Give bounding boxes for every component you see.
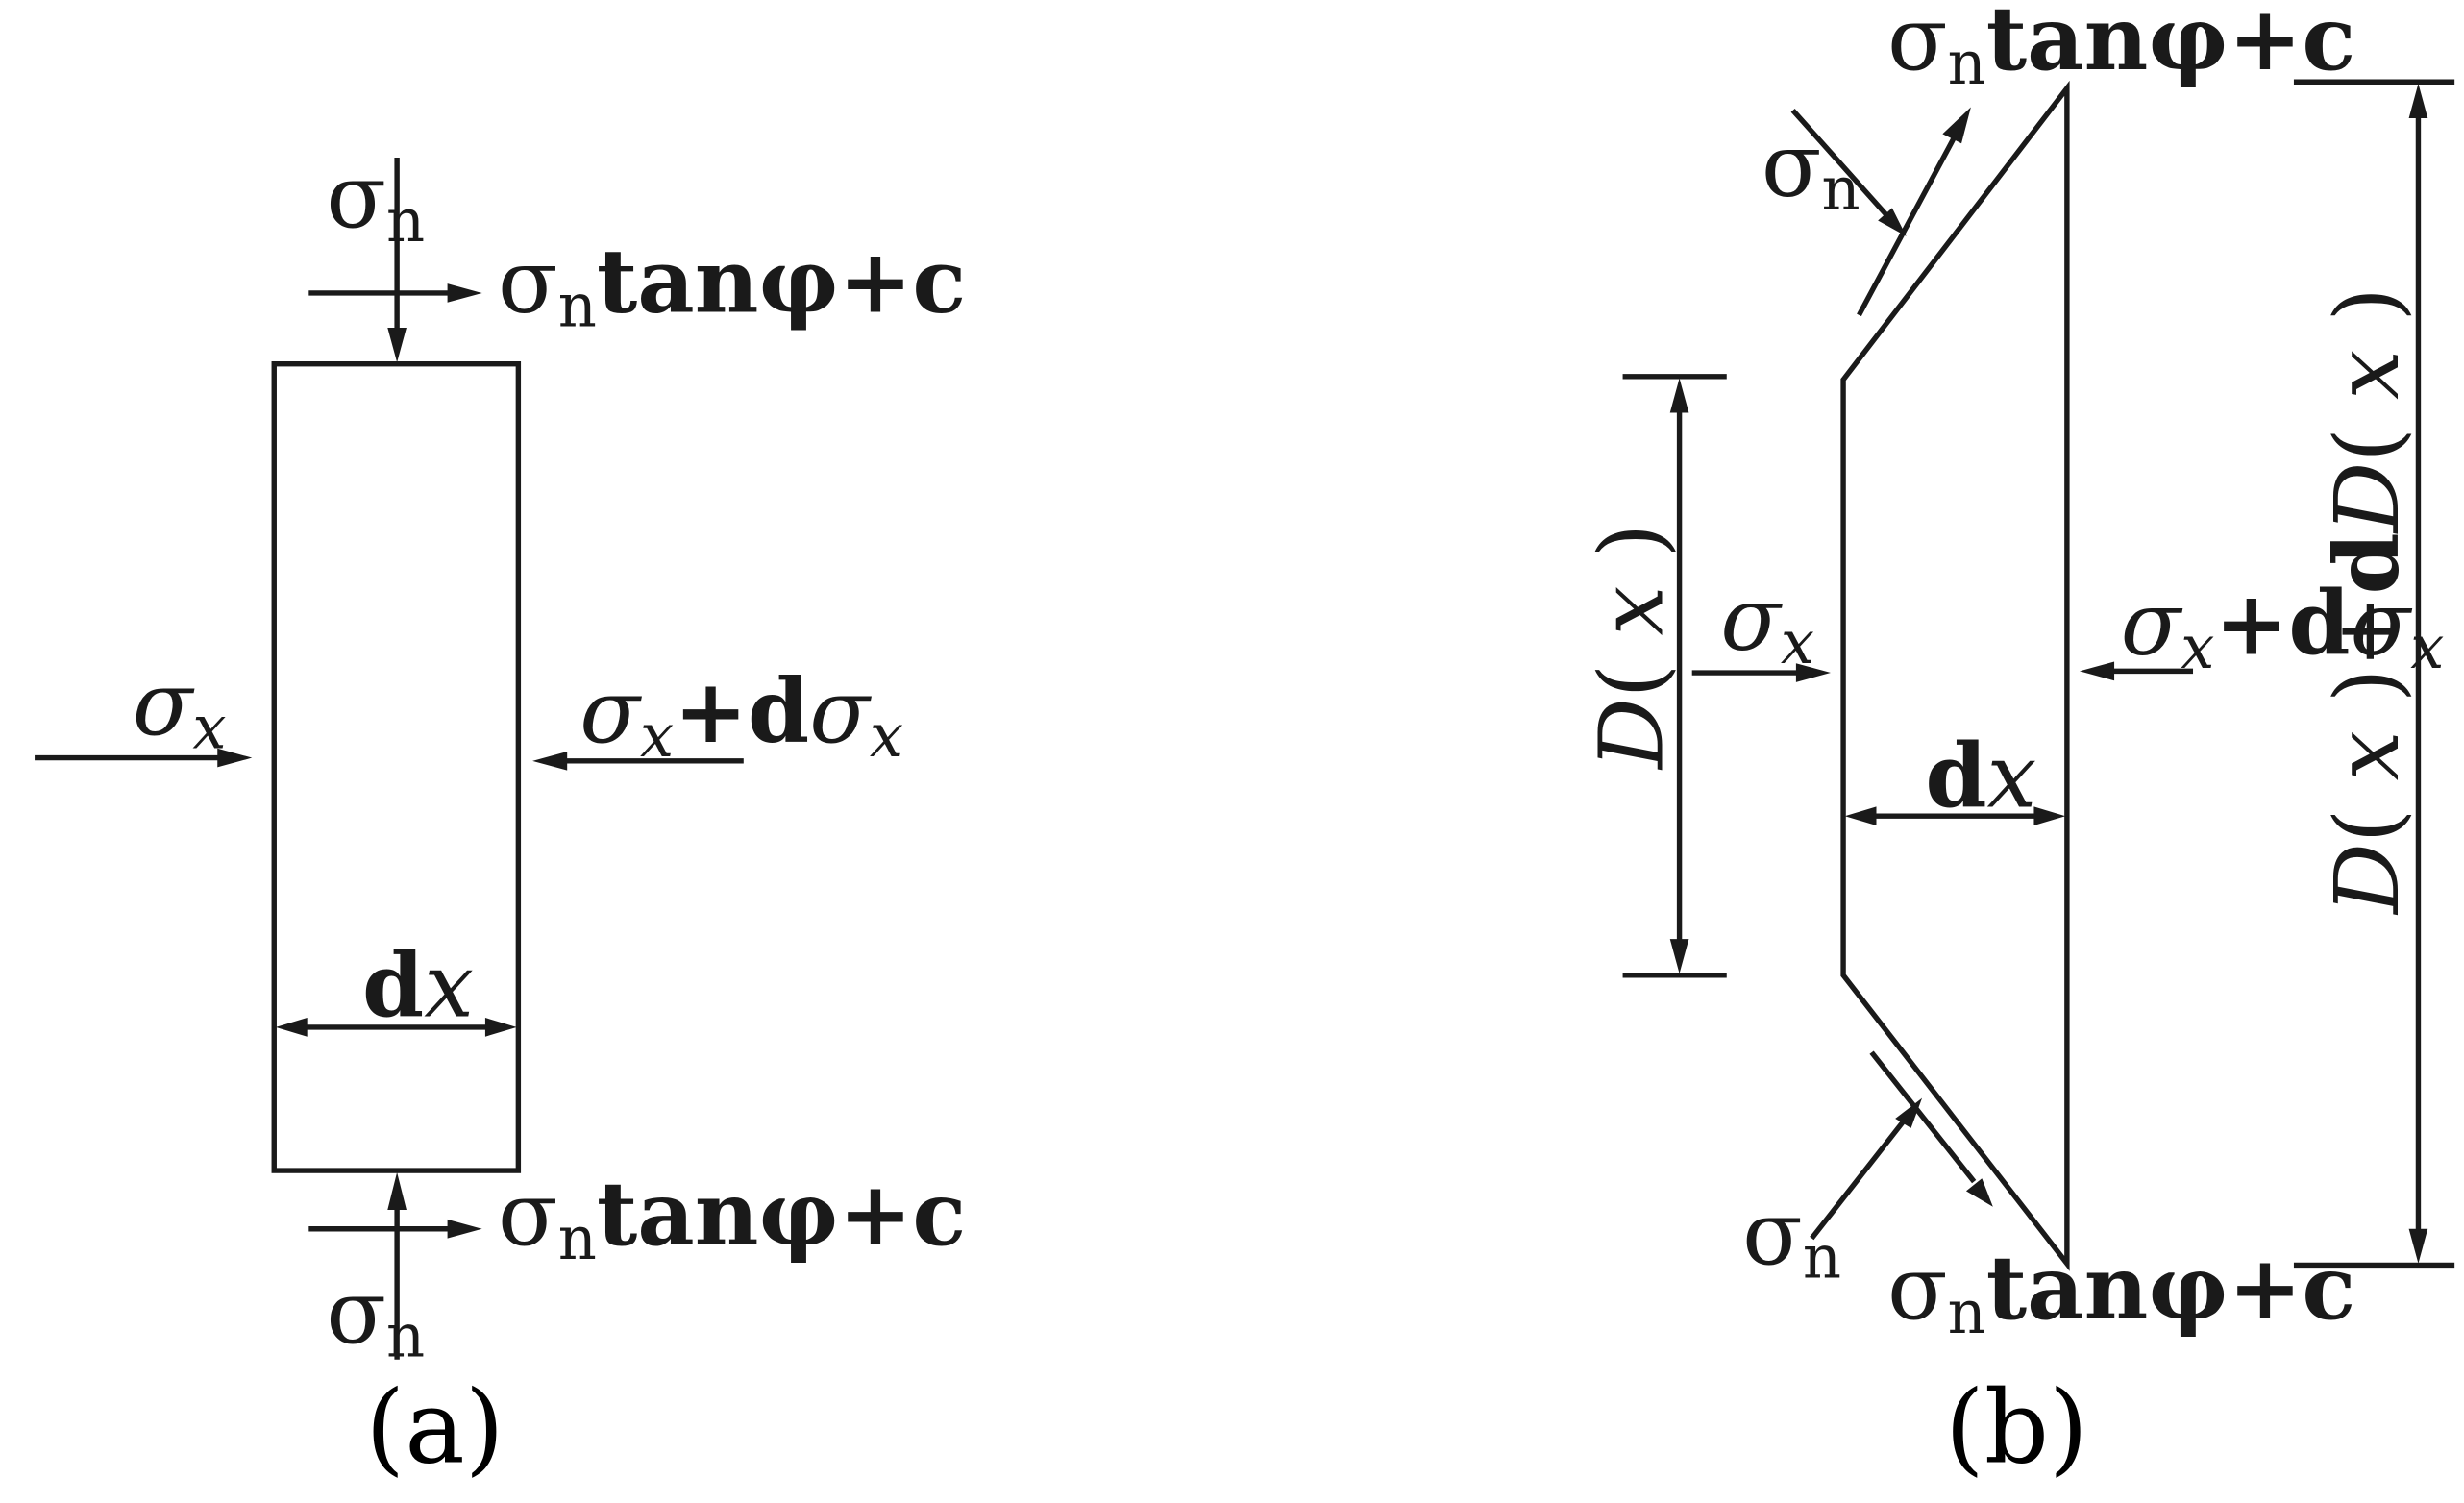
right-axial-stress-arrow [2079,661,2194,681]
top-shear-stress-arrow [1857,107,1971,317]
panel-b-caption: (b) [1945,1368,2088,1486]
panel-a: σn σntanφ+c σx σx+dσx dx [35,145,966,1486]
left-height-dimension-label: D( x ) [1581,524,1684,771]
width-dimension-arrow [275,1018,517,1037]
right-axial-stress-arrow [532,752,744,771]
bottom-normal-stress-label: σn [1742,1182,1841,1293]
top-shear-stress-label: σntanφ+c [1887,0,2355,98]
bottom-normal-stress-arrow [1810,1097,1923,1241]
left-axial-stress-label: σx [133,653,227,763]
left-axial-stress-label: σx [1720,567,1814,678]
bottom-shear-stress-label: σntanφ+c [1887,1236,2355,1347]
left-height-dimension [1622,374,1727,978]
bottom-shear-stress-label: σntanφ+c [498,1162,966,1273]
right-height-dimension [2293,79,2455,1269]
panel-b: σntanφ+c σn D( x ) σx [1581,0,2455,1486]
width-dimension-label: dx [1925,724,2036,827]
bottom-normal-stress-arrow [387,1171,407,1360]
top-normal-stress-label: σn [1762,113,1860,224]
panel-a-caption: (a) [365,1368,504,1486]
left-axial-stress-arrow [1691,663,1831,682]
top-normal-stress-arrow [387,157,407,363]
width-dimension-label: dx [362,933,474,1037]
left-axial-stress-arrow [35,748,253,768]
top-shear-stress-arrow [308,283,482,303]
element-rectangle [271,361,522,1173]
right-height-dimension-label: D( x )+dD( x ) [2315,287,2419,916]
bottom-shear-stress-arrow [1869,1050,1993,1207]
bottom-normal-stress-label: σn [326,1261,425,1371]
top-shear-stress-label: σntanφ+c [498,230,966,341]
width-dimension-arrow [1844,806,2066,826]
right-axial-stress-label: σx+dσx [579,659,903,771]
element-trapezoid [1840,80,2070,1271]
bottom-shear-stress-arrow [308,1219,482,1239]
top-normal-stress-arrow [1790,108,1907,236]
top-normal-stress-label: σn [326,145,425,256]
